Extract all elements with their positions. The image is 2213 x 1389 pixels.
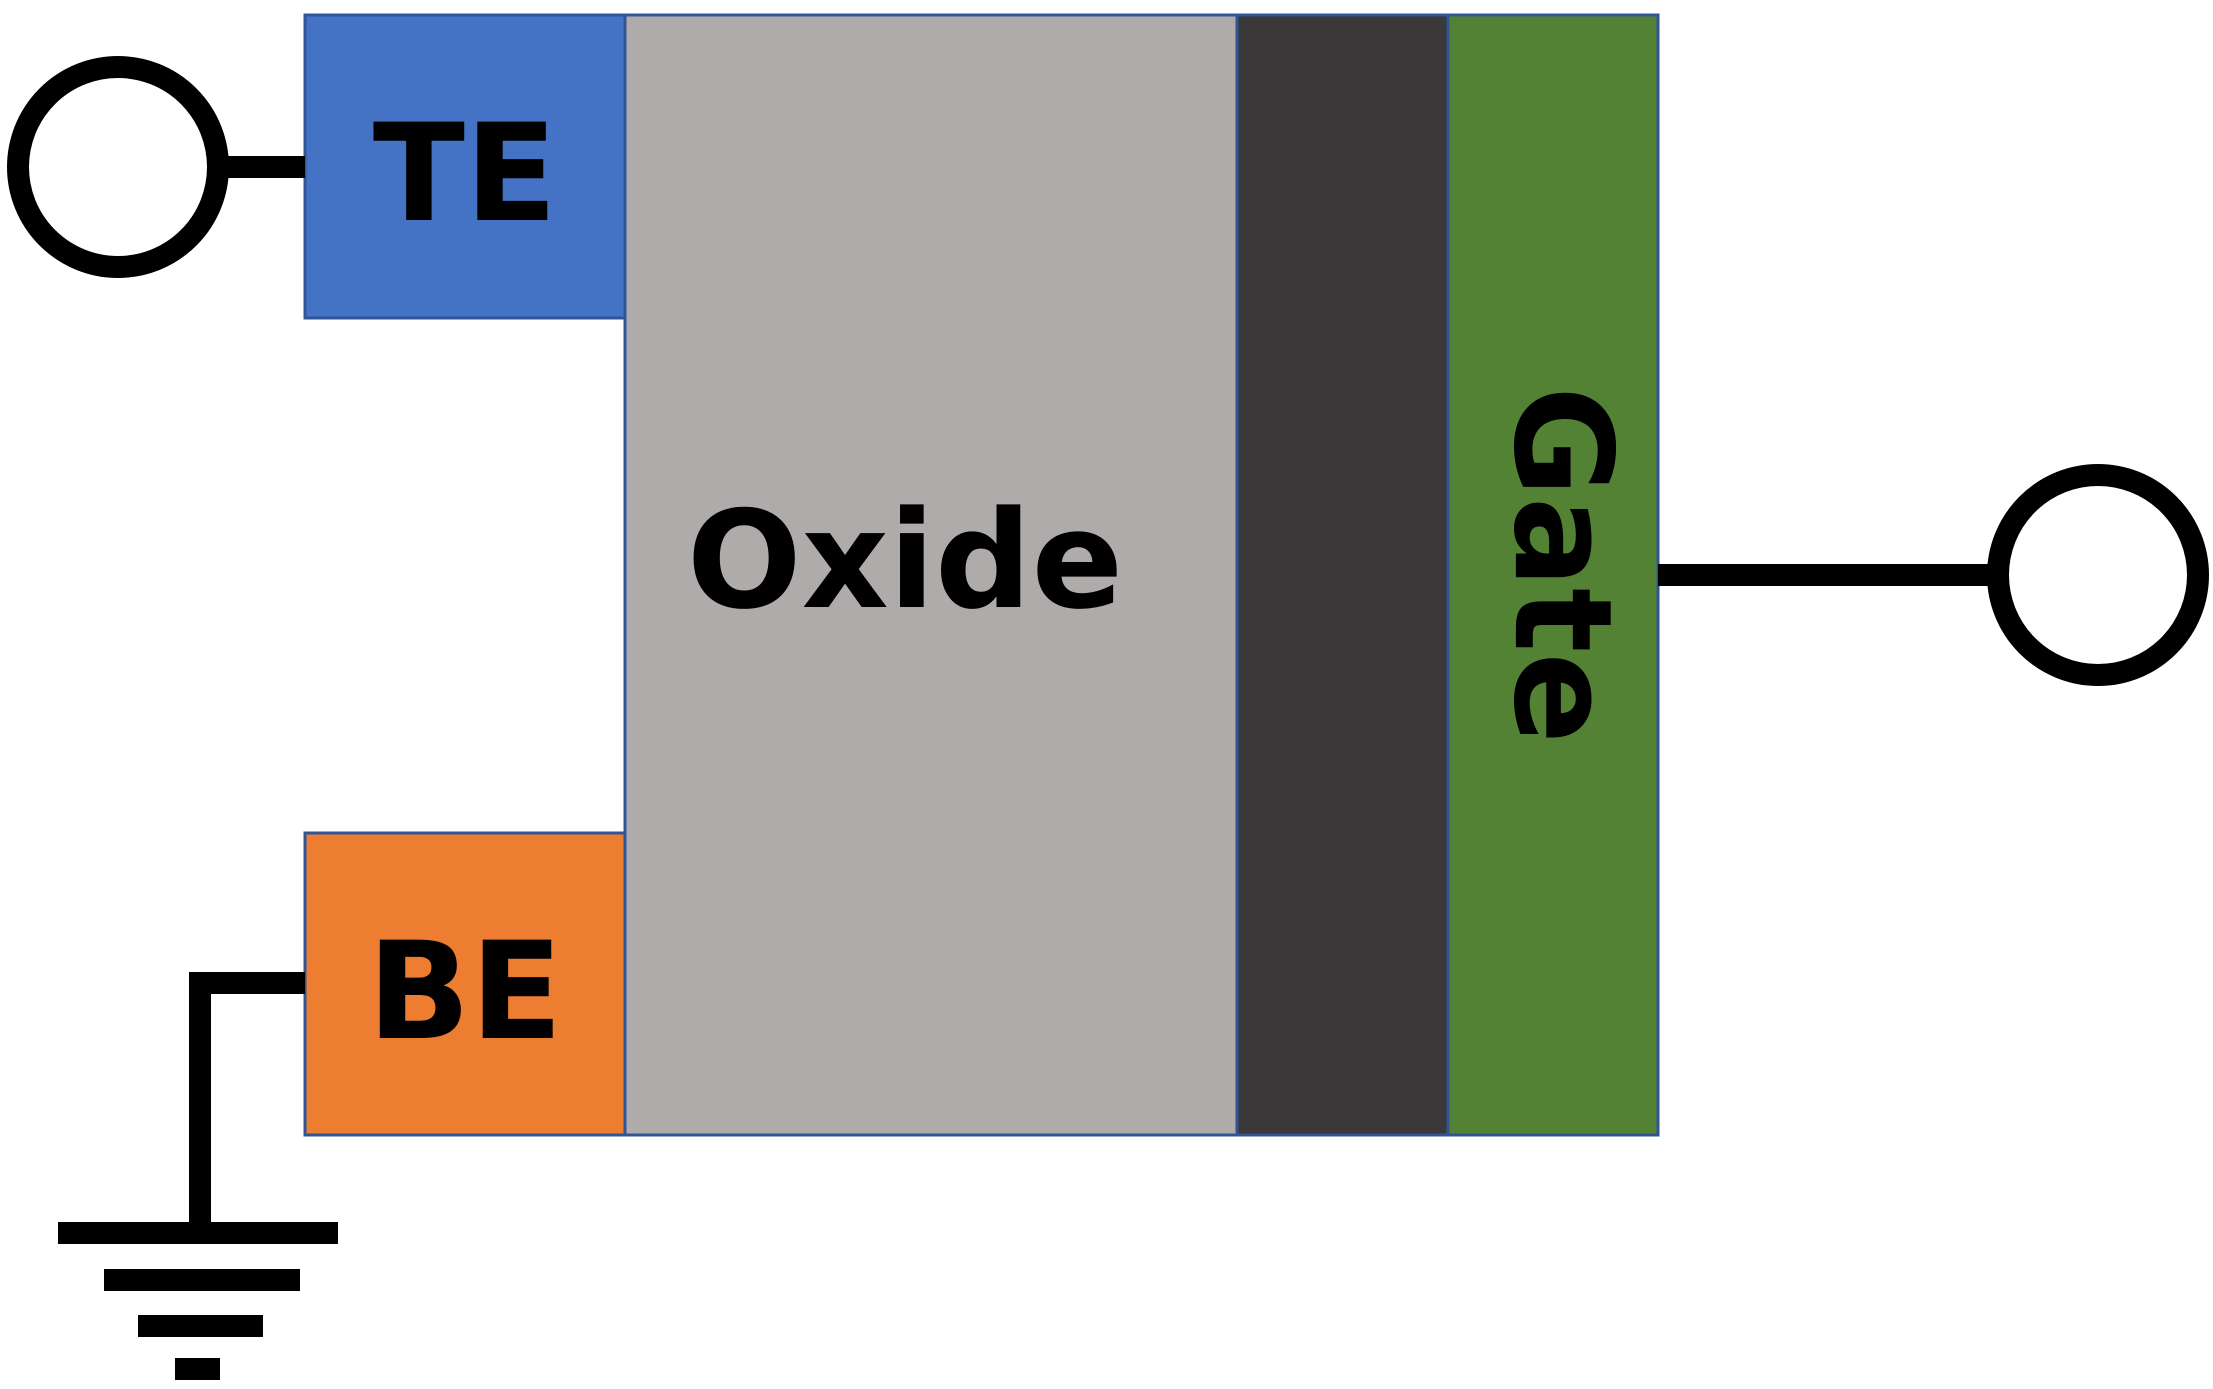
dielectric-layer <box>1235 13 1450 1137</box>
gate-label: Gate <box>1484 386 1641 744</box>
bottom-electrode-label: BE <box>367 913 562 1070</box>
top-electrode-label: TE <box>373 95 557 252</box>
bottom-electrode-block <box>303 831 627 1137</box>
oxide-label: Oxide <box>687 482 1123 639</box>
bottom-electrode-wire <box>189 972 305 1232</box>
terminal-circle-icon <box>7 56 229 278</box>
gate-layer <box>1446 13 1660 1137</box>
terminal-circle-icon <box>1987 464 2209 686</box>
oxide-layer <box>623 13 1239 1137</box>
ground-symbol-icon <box>58 1222 338 1380</box>
top-electrode-block <box>303 13 627 320</box>
